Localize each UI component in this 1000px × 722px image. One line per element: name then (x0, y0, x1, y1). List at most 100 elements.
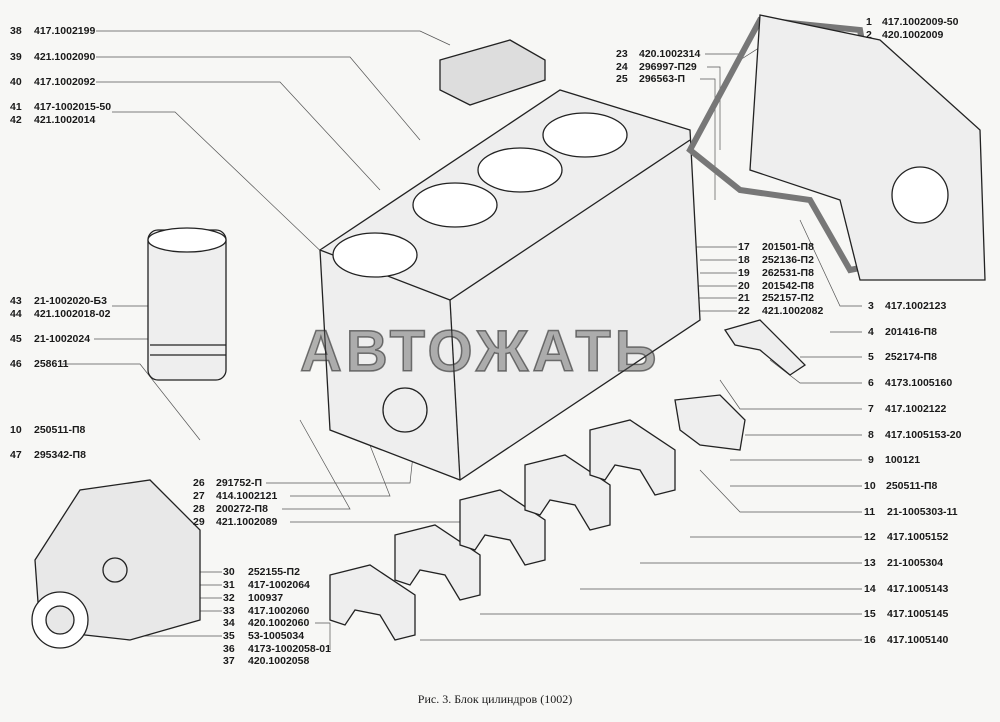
watermark: АВТОЖАТЬ (299, 318, 661, 385)
part-code: 295342-П8 (34, 449, 86, 461)
part-code: 417.1005143 (887, 583, 949, 595)
part-code: 417.1005145 (887, 608, 949, 620)
part-position-number: 1 (866, 16, 872, 28)
part-code: 258611 (34, 358, 69, 370)
part-position-number: 43 (10, 295, 22, 307)
part-code: 417-1002064 (248, 579, 310, 591)
part-code: 250511-П8 (886, 480, 938, 492)
part-code: 417-1002015-50 (34, 101, 112, 113)
part-position-number: 34 (223, 617, 235, 629)
cylinder-block (319, 89, 701, 481)
part-position-number: 37 (223, 655, 235, 667)
part-code: 417.1002122 (885, 403, 947, 415)
part-code: 53-1005034 (248, 630, 305, 642)
cylinder-liner (147, 227, 227, 381)
part-position-number: 32 (223, 592, 235, 604)
part-code: 421.1002018-02 (34, 308, 111, 320)
part-position-number: 35 (223, 630, 235, 642)
part-code: 417.1005152 (887, 531, 949, 543)
part-code: 4173-1002058-01 (248, 643, 331, 655)
part-position-number: 10 (10, 424, 22, 436)
part-code: 252155-П2 (248, 566, 300, 578)
part-position-number: 21 (738, 292, 750, 304)
part-position-number: 9 (868, 454, 874, 466)
part-position-number: 46 (10, 358, 22, 370)
part-position-number: 5 (868, 351, 874, 363)
part-position-number: 13 (864, 557, 876, 569)
part-code: 417.1002092 (34, 76, 96, 88)
part-code: 421.1002082 (762, 305, 824, 317)
part-code: 296997-П29 (639, 61, 697, 73)
part-code: 201542-П8 (762, 280, 814, 292)
part-position-number: 16 (864, 634, 876, 646)
part-code: 21-1005303-11 (887, 506, 958, 518)
part-position-number: 31 (223, 579, 235, 591)
part-code: 417.1005153-20 (885, 429, 962, 441)
part-position-number: 41 (10, 101, 22, 113)
part-code: 100937 (248, 592, 284, 604)
front-cover (31, 479, 201, 649)
part-position-number: 15 (864, 608, 876, 620)
part-code: 250511-П8 (34, 424, 86, 436)
part-position-number: 11 (864, 506, 876, 518)
part-code: 421.1002014 (34, 114, 96, 126)
cylinder-head-cover (439, 39, 546, 106)
part-code: 100121 (885, 454, 921, 466)
part-code: 420.1002058 (248, 655, 310, 667)
part-position-number: 33 (223, 605, 235, 617)
part-position-number: 6 (868, 377, 874, 389)
part-position-number: 22 (738, 305, 750, 317)
part-position-number: 17 (738, 241, 750, 253)
part-code: 417.1002123 (885, 300, 947, 312)
part-position-number: 38 (10, 25, 22, 37)
part-position-number: 2 (866, 29, 872, 41)
part-position-number: 19 (738, 267, 750, 279)
part-code: 21-1002024 (34, 333, 91, 345)
part-position-number: 36 (223, 643, 235, 655)
part-position-number: 40 (10, 76, 22, 88)
part-position-number: 12 (864, 531, 876, 543)
part-code: 4173.1005160 (885, 377, 953, 389)
part-position-number: 18 (738, 254, 750, 266)
part-code: 252136-П2 (762, 254, 814, 266)
part-code: 417.1002199 (34, 25, 96, 37)
part-code: 417.1002009-50 (882, 16, 959, 28)
part-code: 296563-П (639, 73, 686, 85)
part-position-number: 42 (10, 114, 22, 126)
part-code: 417.1002060 (248, 605, 310, 617)
part-code: 417.1005140 (887, 634, 949, 646)
part-code: 420.1002009 (882, 29, 944, 41)
part-position-number: 23 (616, 48, 628, 60)
part-position-number: 24 (616, 61, 628, 73)
part-position-number: 45 (10, 333, 22, 345)
part-code: 421.1002089 (216, 516, 278, 528)
part-code: 201416-П8 (885, 326, 937, 338)
part-code: 21-1005304 (887, 557, 944, 569)
part-code: 262531-П8 (762, 267, 814, 279)
part-position-number: 7 (868, 403, 874, 415)
part-code: 420.1002314 (639, 48, 701, 60)
part-code: 252157-П2 (762, 292, 814, 304)
part-position-number: 8 (868, 429, 874, 441)
part-position-number: 14 (864, 583, 876, 595)
part-code: 421.1002090 (34, 51, 96, 63)
part-position-number: 39 (10, 51, 22, 63)
clutch-housing (749, 14, 986, 281)
part-position-number: 28 (193, 503, 205, 515)
rear-seal-holder (723, 319, 807, 376)
part-code: 420.1002060 (248, 617, 310, 629)
part-code: 201501-П8 (762, 241, 814, 253)
part-position-number: 4 (868, 326, 874, 338)
part-position-number: 47 (10, 449, 22, 461)
part-position-number: 44 (10, 308, 22, 320)
part-position-number: 27 (193, 490, 205, 502)
part-position-number: 26 (193, 477, 205, 489)
part-position-number: 10 (864, 480, 876, 492)
main-bearing-caps (329, 394, 746, 641)
part-code: 252174-П8 (885, 351, 937, 363)
part-code: 414.1002121 (216, 490, 278, 502)
part-code: 291752-П (216, 477, 263, 489)
part-position-number: 29 (193, 516, 205, 528)
